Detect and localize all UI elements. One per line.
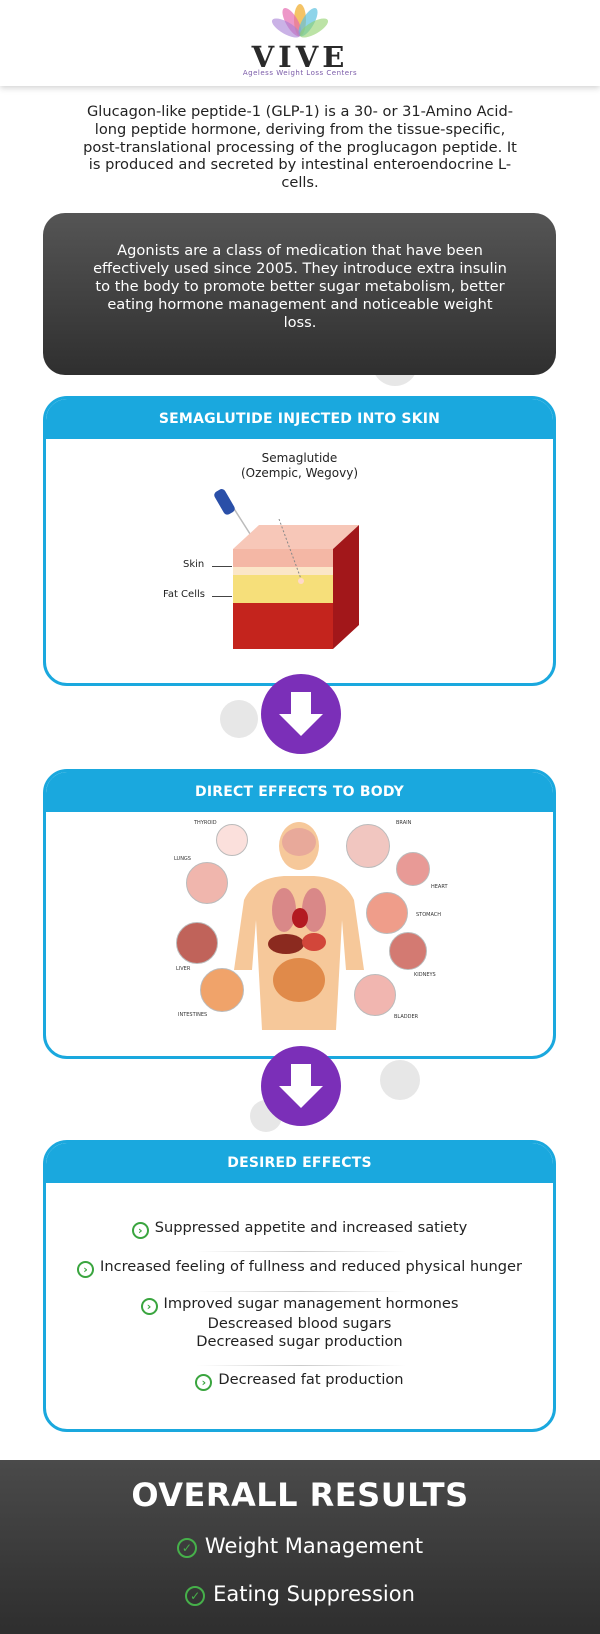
effect-item: › Improved sugar management hormones Desc…: [46, 1295, 553, 1351]
organ-label-kidneys: KIDNEYS: [414, 972, 436, 978]
lotus-icon[interactable]: [270, 2, 330, 44]
body-effects-card-title: DIRECT EFFECTS TO BODY: [46, 772, 553, 812]
organ-label-stomach: STOMACH: [416, 912, 442, 918]
chevron-right-icon: ›: [195, 1374, 213, 1391]
drug-name: Semaglutide: [261, 451, 338, 465]
desired-effects-card-title: DESIRED EFFECTS: [46, 1143, 553, 1183]
chevron-right-icon: ›: [77, 1261, 95, 1278]
organ-label-intestines: INTESTINES: [178, 1012, 208, 1018]
divider: [196, 1291, 406, 1292]
heart-organ-circle: [396, 852, 430, 886]
divider: [196, 1365, 406, 1366]
injection-card: SEMAGLUTIDE INJECTED INTO SKIN Semagluti…: [43, 396, 556, 686]
check-circle-icon: ✓: [185, 1586, 206, 1606]
result-item-text: Eating Suppression: [213, 1582, 415, 1606]
kidneys-organ-circle: [389, 932, 427, 970]
skin-cross-section-illustration: [233, 519, 359, 649]
molecule-decoration: [220, 700, 258, 738]
effect-item-text: Increased feeling of fullness and reduce…: [100, 1258, 522, 1275]
organ-label-brain: BRAIN: [396, 820, 412, 826]
intestines-organ-circle: [200, 968, 244, 1012]
chevron-right-icon: ›: [140, 1298, 158, 1315]
down-arrow-icon: [261, 1046, 341, 1126]
result-item: ✓ Weight Management: [0, 1534, 600, 1558]
effect-subitem: Descreased blood sugars: [207, 1315, 392, 1332]
overall-results-section: OVERALL RESULTS ✓ Weight Management ✓ Eati…: [0, 1460, 600, 1634]
agonist-info-box: [43, 213, 556, 375]
down-arrow-icon: [261, 674, 341, 754]
effect-item-text: Decreased fat production: [218, 1371, 404, 1388]
organ-label-thyroid: THYROID: [194, 820, 217, 826]
effect-item-text: Suppressed appetite and increased satiet…: [154, 1219, 468, 1236]
chevron-right-icon: ›: [131, 1222, 149, 1239]
bladder-organ-circle: [354, 974, 396, 1016]
effect-item: › Suppressed appetite and increased satie…: [46, 1219, 553, 1239]
check-circle-icon: ✓: [176, 1538, 197, 1558]
desired-effects-card: DESIRED EFFECTS › Suppressed appetite and…: [43, 1140, 556, 1432]
drug-brands: (Ozempic, Wegovy): [240, 466, 359, 480]
fat-pointer-line: [212, 596, 232, 597]
organ-label-bladder: BLADDER: [394, 1014, 419, 1020]
skin-label: Skin: [183, 559, 205, 570]
organ-label-heart: HEART: [431, 884, 448, 890]
drug-label: Semaglutide (Ozempic, Wegovy): [46, 451, 553, 481]
organ-label-lungs: LUNGS: [174, 856, 191, 862]
liver-organ-circle: [176, 922, 218, 964]
result-item: ✓ Eating Suppression: [0, 1582, 600, 1606]
effect-item: › Increased feeling of fullness and reduc…: [46, 1258, 553, 1278]
arrow-down-icon: [279, 692, 323, 736]
thyroid-organ-circle: [216, 824, 248, 856]
brain-organ-circle: [346, 824, 390, 868]
brand-tagline: Ageless Weight Loss Centers: [242, 69, 358, 77]
effect-subitem: Decreased sugar production: [196, 1333, 403, 1350]
divider: [196, 1251, 406, 1252]
needle-icon: [214, 489, 253, 538]
site-header: VIVE Ageless Weight Loss Centers: [0, 0, 600, 86]
stomach-organ-circle: [366, 892, 408, 934]
effect-item-text: Improved sugar management hormones: [163, 1295, 459, 1312]
agonist-text: Agonists are a class of medication that …: [93, 242, 507, 331]
brand-name: VIVE: [251, 40, 349, 74]
body-effects-card: DIRECT EFFECTS TO BODY THYROID BRAIN LUN…: [43, 769, 556, 1059]
effect-item: › Decreased fat production: [46, 1371, 553, 1391]
molecule-decoration: [380, 1060, 420, 1100]
skin-pointer-line: [212, 566, 232, 567]
overall-results-title: OVERALL RESULTS: [131, 1476, 469, 1514]
fat-cells-label: Fat Cells: [163, 589, 205, 600]
lungs-organ-circle: [186, 862, 228, 904]
injection-card-title: SEMAGLUTIDE INJECTED INTO SKIN: [46, 399, 553, 439]
human-body-illustration: [234, 822, 364, 1030]
result-item-text: Weight Management: [204, 1534, 424, 1558]
organ-label-liver: LIVER: [176, 966, 191, 972]
intro-paragraph: Glucagon-like peptide-1 (GLP-1) is a 30-…: [83, 103, 517, 192]
arrow-down-icon: [279, 1064, 323, 1108]
